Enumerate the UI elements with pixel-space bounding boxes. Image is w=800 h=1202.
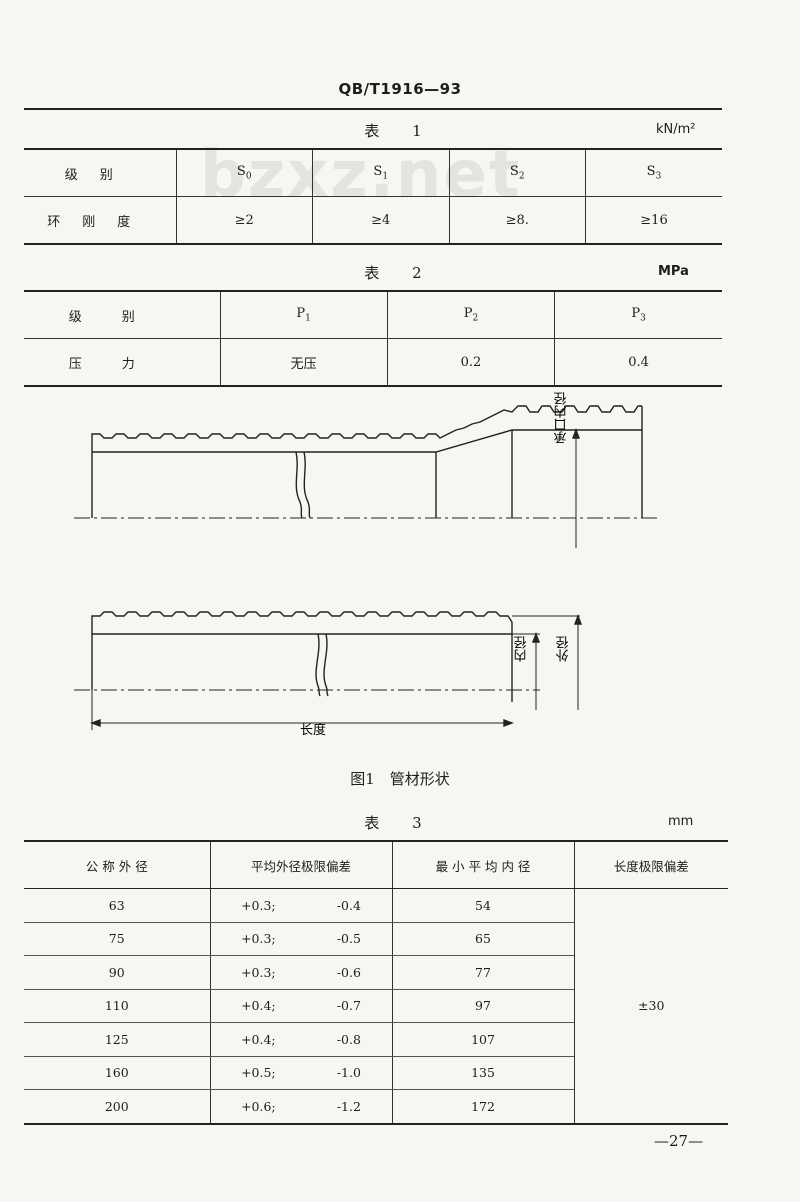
od-deviation: +0.6;-1.2	[209, 1089, 392, 1124]
table3-header: 平均外径极限偏差	[209, 841, 392, 889]
table1-stiffness-label: 环刚度	[47, 214, 153, 230]
table-row: 200 +0.6;-1.2 172	[24, 1089, 728, 1124]
table-row: 级别 S0 S1 S2 S3	[24, 149, 722, 197]
table-row: 75 +0.3;-0.5 65	[24, 922, 728, 956]
table2-pressure: 0.4	[554, 338, 722, 386]
table3-header: 最 小 平 均 内 径	[391, 841, 574, 889]
table3-header: 长度极限偏差	[573, 841, 728, 889]
table1-grade: S3	[585, 149, 722, 197]
od-deviation: +0.3;-0.5	[209, 922, 392, 956]
table-row: 160 +0.5;-1.0 135	[24, 1056, 728, 1090]
table-row: 公 称 外 径 平均外径极限偏差 最 小 平 均 内 径 长度极限偏差	[24, 841, 728, 889]
table2-pressure-label: 压力	[68, 356, 175, 372]
table2: 级别 P1 P2 P3 压力 无压 0.2 0.4	[24, 290, 722, 387]
pipe-drawing: 承口内径 内径 外径 长度	[74, 392, 660, 738]
table-row: 63 +0.3;-0.4 54 ±30	[24, 888, 728, 1124]
table2-unit: MPa	[658, 264, 689, 279]
od-deviation: +0.4;-0.8	[209, 1022, 392, 1057]
nominal-od: 125	[24, 1022, 210, 1057]
table1-stiffness: ≥2	[175, 196, 313, 244]
table3-unit: mm	[668, 814, 694, 829]
table2-grade: P3	[554, 291, 722, 339]
standard-prefix: QB/T	[338, 80, 381, 98]
table1-caption: 表 1	[364, 122, 436, 140]
label-inner-diameter: 内径	[514, 636, 530, 663]
table1-stiffness: ≥16	[585, 196, 722, 244]
table-row: 压力 无压 0.2 0.4	[24, 338, 722, 386]
od-deviation: +0.3;-0.4	[209, 888, 392, 923]
table1-grade-label: 级别	[24, 149, 176, 197]
table2-grade: P2	[386, 291, 555, 339]
min-mean-id: 54	[391, 888, 574, 923]
od-deviation: +0.3;-0.6	[209, 955, 392, 990]
min-mean-id: 97	[391, 989, 574, 1023]
table-row: 环刚度 ≥2 ≥4 ≥8. ≥16	[24, 196, 722, 244]
od-deviation: +0.4;-0.7	[209, 989, 392, 1023]
table-row: 90 +0.3;-0.6 77	[24, 955, 728, 990]
table2-pressure: 无压	[219, 338, 388, 386]
label-length: 长度	[300, 722, 326, 738]
table1-unit: kN/m²	[656, 122, 696, 137]
nominal-od: 160	[24, 1056, 210, 1090]
nominal-od: 75	[24, 922, 210, 956]
lower-pipe-corrugation	[91, 611, 513, 624]
table3-caption: 表 3	[364, 814, 436, 832]
figure-caption: 图1 管材形状	[350, 770, 450, 788]
min-mean-id: 65	[391, 922, 574, 956]
nominal-od: 90	[24, 955, 210, 990]
standard-number: 1916—93	[380, 80, 462, 98]
label-outer-diameter: 外径	[556, 636, 572, 662]
table2-caption: 表 2	[364, 264, 436, 282]
length-tolerance: ±30	[573, 888, 728, 1124]
table1: 级别 S0 S1 S2 S3 环刚度 ≥2 ≥4 ≥8. ≥16	[24, 148, 722, 245]
label-socket-inner-diameter: 承口内径	[554, 392, 570, 444]
min-mean-id: 172	[391, 1089, 574, 1124]
table3-header: 公 称 外 径	[24, 841, 210, 889]
table2-grade-label: 级别	[24, 291, 220, 339]
upper-pipe-corrugation	[91, 405, 642, 442]
od-deviation: +0.5;-1.0	[209, 1056, 392, 1090]
table1-stiffness: ≥8.	[448, 196, 586, 244]
table1-stiffness: ≥4	[312, 196, 449, 244]
table-row: 级别 P1 P2 P3	[24, 291, 722, 339]
table2-grade: P1	[219, 291, 388, 339]
nominal-od: 110	[24, 989, 210, 1023]
min-mean-id: 77	[391, 955, 574, 990]
table3: 公 称 外 径 平均外径极限偏差 最 小 平 均 内 径 长度极限偏差 63 +…	[24, 840, 728, 1125]
standard-code: QB/T1916—93	[0, 80, 800, 98]
table1-grade: S1	[312, 149, 449, 197]
table2-pressure: 0.2	[386, 338, 555, 386]
page-number: —27—	[654, 1132, 704, 1150]
header-rule	[24, 108, 722, 110]
table1-grade: S0	[175, 149, 313, 197]
table1-grade: S2	[448, 149, 586, 197]
table-row: 110 +0.4;-0.7 97	[24, 989, 728, 1023]
min-mean-id: 135	[391, 1056, 574, 1090]
nominal-od: 200	[104, 1098, 129, 1114]
min-mean-id: 107	[391, 1022, 574, 1057]
nominal-od: 63	[24, 888, 210, 923]
table-row: 125 +0.4;-0.8 107	[24, 1022, 728, 1057]
